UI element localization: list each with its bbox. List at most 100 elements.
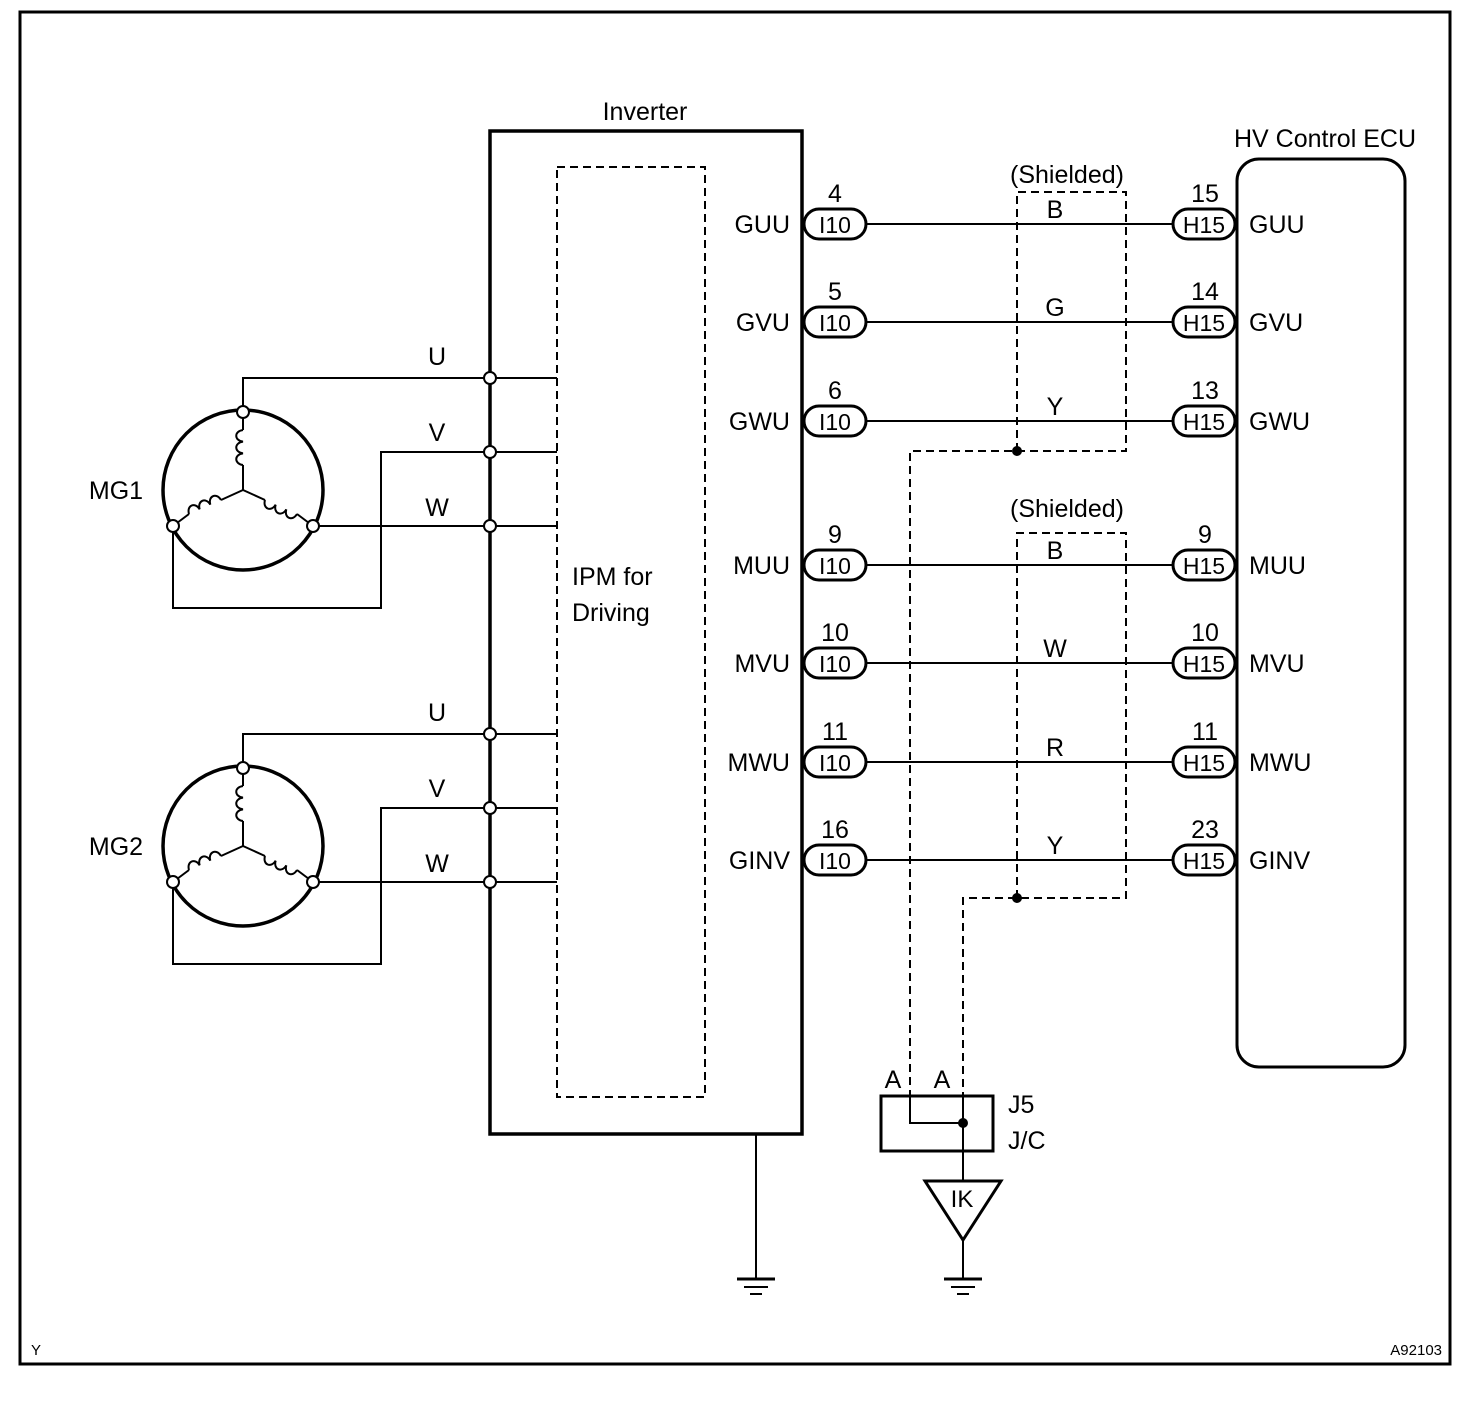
shield-box-2 [962,532,1127,1096]
ecu-connector-muu-label: H15 [1183,553,1225,579]
junction-internal-wire [909,1096,963,1124]
shield-label-1: (Shielded) [1010,161,1124,189]
junction-name: J5 [1008,1091,1034,1119]
inverter-connector-mvu: I10 [802,646,868,680]
ecu-title: HV Control ECU [1234,125,1416,153]
inverter-connector-gvu-label: I10 [819,310,851,336]
ecu-connector-gwu: H15 [1171,404,1237,438]
mg2-phase-u-wire [242,733,557,762]
inverter-terminal-mwu: MWU [728,749,790,777]
ecu-terminal-mwu: MWU [1249,749,1311,777]
motor-mg2: MG2 U V W [89,699,557,965]
ecu-connector-mvu-label: H15 [1183,651,1225,677]
inverter-terminal-gvu: GVU [736,309,790,337]
mg1-phase-u-wire [242,377,557,406]
mg1-phase-w-label: W [425,494,449,522]
inverter-terminal-gwu: GWU [729,408,790,436]
shield-label-2: (Shielded) [1010,495,1124,523]
inverter-pin-mvu: 10 [821,619,849,647]
ground-symbol-inverter [737,1277,775,1295]
ecu-connector-gwu-label: H15 [1183,409,1225,435]
junction-splice-dot [958,1118,968,1128]
wire-color-guu: B [1047,196,1064,224]
ground-point-triangle [922,1179,1004,1243]
ecu-connector-guu: H15 [1171,207,1237,241]
mg2-phase-u-label: U [428,699,446,727]
wire-color-ginv: Y [1047,832,1064,860]
shield-drain-dot-2 [1012,893,1022,903]
wire-color-mvu: W [1043,635,1067,663]
inverter-connector-ginv-label: I10 [819,848,851,874]
ecu-connector-gvu: H15 [1171,305,1237,339]
ecu-connector-guu-label: H15 [1183,212,1225,238]
inverter-connector-ginv: I10 [802,843,868,877]
inverter-terminal-muu: MUU [733,552,790,580]
inverter-pin-gwu: 6 [828,377,842,405]
ecu-connector-muu: H15 [1171,548,1237,582]
ecu-pin-mvu: 10 [1191,619,1219,647]
inverter-pin-gvu: 5 [828,278,842,306]
wire-color-gvu: G [1045,294,1064,322]
wire-color-gwu: Y [1047,393,1064,421]
mg2-label: MG2 [89,833,143,861]
ecu-connector-mwu: H15 [1171,745,1237,779]
ecu-box [1235,157,1407,1069]
mg2-phase-v-wire [172,807,557,965]
inverter-connector-guu: I10 [802,207,868,241]
ecu-pin-mwu: 11 [1192,718,1218,746]
ecu-connector-ginv-label: H15 [1183,848,1225,874]
ecu-connector-gvu-label: H15 [1183,310,1225,336]
inverter-terminal-ginv: GINV [729,847,790,875]
ecu-terminal-gvu: GVU [1249,309,1303,337]
inverter-connector-gwu-label: I10 [819,409,851,435]
ecu-terminal-muu: MUU [1249,552,1306,580]
inverter-connector-mvu-label: I10 [819,651,851,677]
wire-color-mwu: R [1046,734,1064,762]
mg2-phase-w-label: W [425,850,449,878]
ipm-box [556,166,706,1098]
mg2-inverter-terminal-v [483,801,497,815]
inverter-terminal-guu: GUU [734,211,790,239]
ground-symbol-ik [944,1277,982,1295]
inverter-box [488,129,804,1136]
ecu-pin-guu: 15 [1191,180,1219,208]
inverter-connector-mwu-label: I10 [819,750,851,776]
junction-connector-box [879,1094,995,1153]
ecu-terminal-mvu: MVU [1249,650,1305,678]
ecu-pin-muu: 9 [1198,521,1212,549]
inverter-terminal-mvu: MVU [734,650,790,678]
mg1-label: MG1 [89,477,143,505]
mg2-phase-v-label: V [429,775,446,803]
inverter-pin-muu: 9 [828,521,842,549]
ecu-pin-ginv: 23 [1191,816,1219,844]
ecu-terminal-gwu: GWU [1249,408,1310,436]
ecu-pin-gvu: 14 [1191,278,1219,306]
inverter-connector-muu-label: I10 [819,553,851,579]
inverter-pin-guu: 4 [828,180,842,208]
wire-color-muu: B [1047,537,1064,565]
inverter-pin-mwu: 11 [822,718,848,746]
mg2-inverter-terminal-u [483,727,497,741]
ecu-pin-gwu: 13 [1191,377,1219,405]
mg1-inverter-terminal-w [483,519,497,533]
ecu-terminal-guu: GUU [1249,211,1305,239]
junction-pin-a1: A [885,1066,902,1094]
ecu-connector-mwu-label: H15 [1183,750,1225,776]
inverter-connector-muu: I10 [802,548,868,582]
mg1-phase-u-label: U [428,343,446,371]
ecu-connector-ginv: H15 [1171,843,1237,877]
inverter-connector-gwu: I10 [802,404,868,438]
ecu-terminal-ginv: GINV [1249,847,1310,875]
ecu-connector-mvu: H15 [1171,646,1237,680]
ipm-label-line2: Driving [572,599,650,627]
inverter-title: Inverter [603,98,688,126]
corner-label-left: Y [31,1342,41,1359]
inverter-connector-gvu: I10 [802,305,868,339]
junction-type: J/C [1008,1127,1046,1155]
diagram-frame [18,10,1452,1366]
shield-drain-dot-1 [1012,446,1022,456]
